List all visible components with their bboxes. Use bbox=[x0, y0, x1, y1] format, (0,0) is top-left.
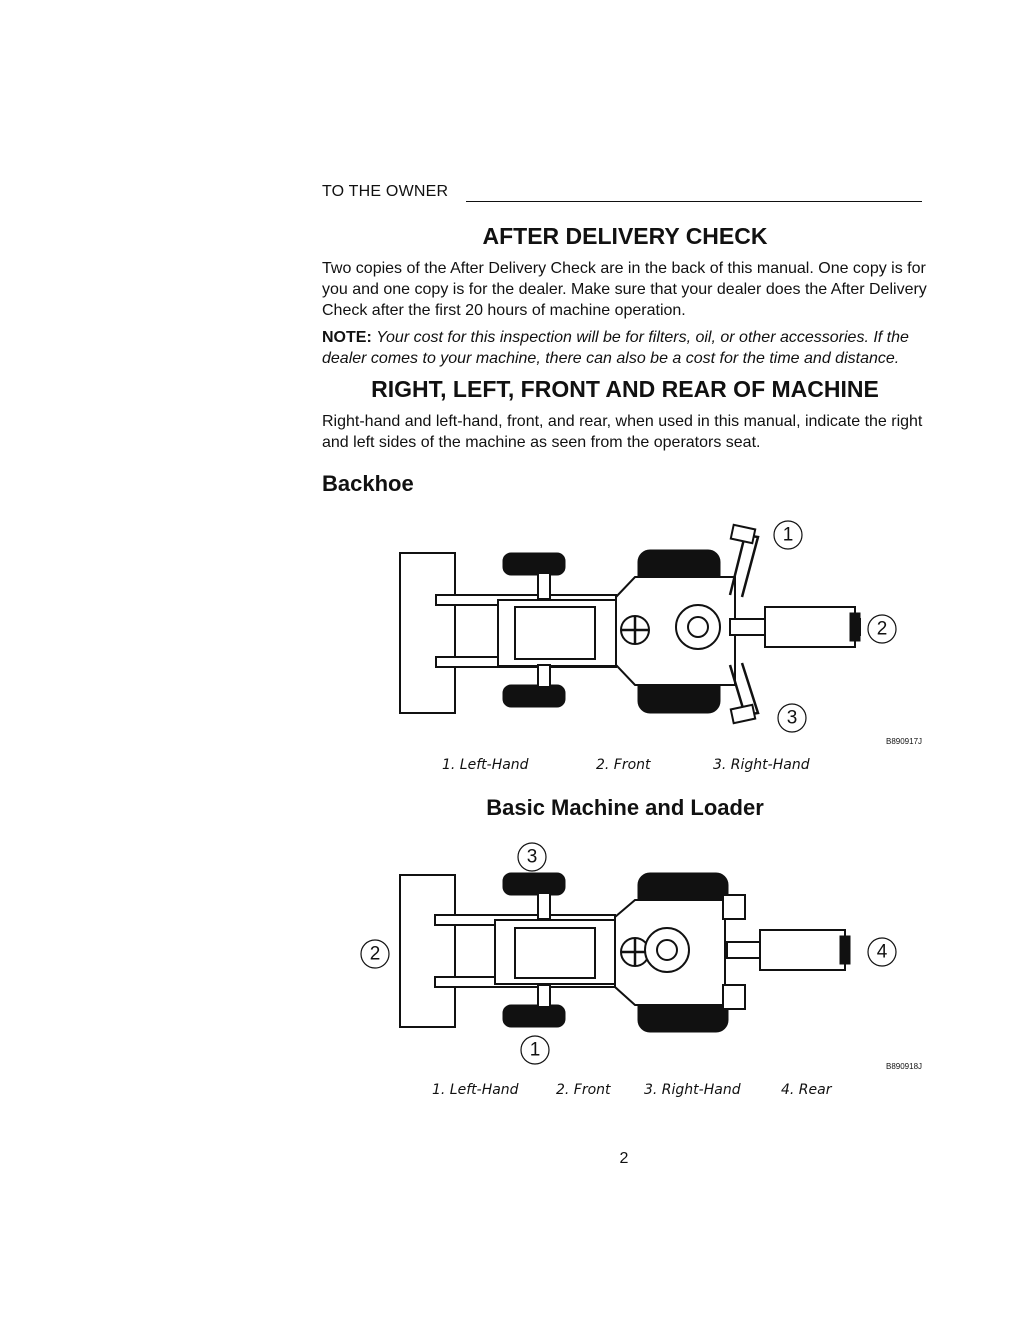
callout-circle bbox=[517, 842, 547, 872]
callout-circle bbox=[867, 937, 897, 967]
backhoe-arm bbox=[759, 929, 846, 971]
figure-id: B890917J bbox=[886, 737, 923, 746]
stabilizer bbox=[722, 984, 746, 1010]
caption-item: 1. Left-Hand bbox=[432, 1082, 519, 1098]
caption-item: 3. Right-Hand bbox=[713, 757, 810, 773]
callout-circle bbox=[520, 1035, 550, 1065]
axle bbox=[537, 572, 551, 600]
caption-item: 2. Front bbox=[596, 757, 651, 773]
backhoe-heading: Backhoe bbox=[322, 471, 414, 496]
after-delivery-title: AFTER DELIVERY CHECK bbox=[482, 223, 768, 249]
orientation-title: RIGHT, LEFT, FRONT AND REAR OF MACHINE bbox=[371, 376, 879, 402]
caption-item: 1. Left-Hand bbox=[442, 757, 529, 773]
callout-circle bbox=[777, 703, 807, 733]
callout-label: 4 bbox=[877, 942, 888, 963]
callout-circle bbox=[360, 939, 390, 969]
section-rule bbox=[466, 201, 922, 202]
callout-label: 3 bbox=[527, 847, 538, 868]
hood-panel bbox=[514, 606, 596, 660]
backhoe-bucket bbox=[849, 612, 861, 642]
axle bbox=[537, 664, 551, 688]
page-number: 2 bbox=[619, 1150, 629, 1167]
caption-item: 4. Rear bbox=[781, 1082, 832, 1098]
callout-label: 3 bbox=[787, 708, 798, 729]
stabilizer bbox=[722, 894, 746, 920]
orientation-paragraph: Right-hand and left-hand, front, and rea… bbox=[322, 413, 923, 451]
loader-bucket bbox=[399, 874, 456, 1028]
axle bbox=[537, 892, 551, 920]
front-wheel bbox=[502, 872, 566, 896]
after-delivery-paragraph: Two copies of the After Delivery Check a… bbox=[322, 260, 927, 319]
callout-label: 2 bbox=[877, 619, 888, 640]
loader-heading: Basic Machine and Loader bbox=[486, 795, 764, 820]
operator-head bbox=[687, 616, 709, 638]
front-wheel bbox=[502, 1004, 566, 1028]
front-wheel bbox=[502, 552, 566, 576]
caption-item: 3. Right-Hand bbox=[644, 1082, 741, 1098]
note-block: NOTE: Your cost for this inspection will… bbox=[322, 327, 932, 369]
caption-item: 2. Front bbox=[556, 1082, 611, 1098]
note-text: Your cost for this inspection will be fo… bbox=[322, 329, 909, 367]
axle bbox=[537, 984, 551, 1008]
callout-circle bbox=[867, 614, 897, 644]
backhoe-diagram: 1 2 3 bbox=[399, 520, 897, 733]
loader-bucket bbox=[399, 552, 456, 714]
front-wheel bbox=[502, 684, 566, 708]
figure-id: B890918J bbox=[886, 1062, 923, 1071]
callout-label: 1 bbox=[530, 1040, 541, 1061]
note-label: NOTE: bbox=[322, 329, 372, 346]
callout-label: 1 bbox=[783, 525, 794, 546]
loader-diagram: 3 2 4 1 bbox=[360, 842, 897, 1065]
backhoe-bucket bbox=[839, 935, 851, 965]
backhoe-arm bbox=[764, 606, 856, 648]
operator-head bbox=[656, 939, 678, 961]
section-label: TO THE OWNER bbox=[322, 183, 449, 200]
callout-label: 2 bbox=[370, 944, 381, 965]
hood-panel bbox=[514, 927, 596, 979]
callout-circle bbox=[773, 520, 803, 550]
